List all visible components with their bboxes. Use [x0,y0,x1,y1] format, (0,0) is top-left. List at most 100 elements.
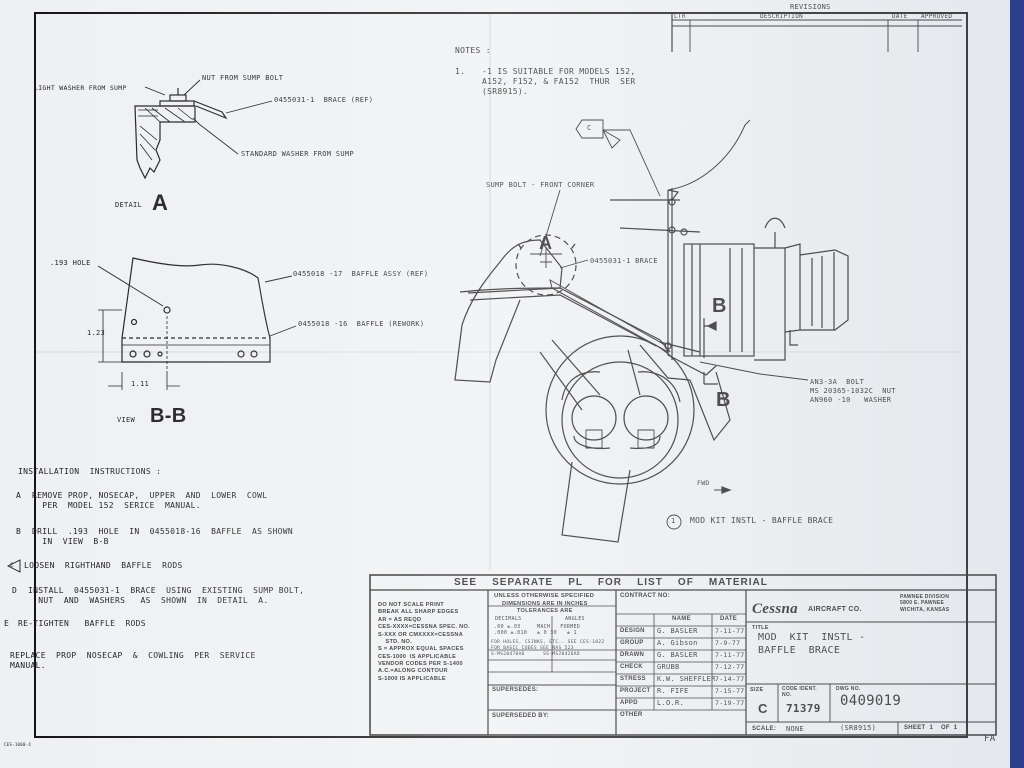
signoff-date: 7-11-77 [715,651,745,659]
main-section-b-upper: B [712,295,727,317]
superseded-by-label: SUPERSEDED BY: [492,713,550,719]
drawing-border [34,12,968,738]
revisions-title: REVISIONS [790,3,831,11]
instruction-c-letter: C [10,562,14,569]
signoff-name: G. BASLER [657,651,698,659]
signoff-role: PROJECT [620,688,651,694]
corner-form-mark: CES-1000-4 [4,742,32,747]
signoff-name: K.W. SHEFFLER [657,675,716,683]
instruction-b-text: DRILL .193 HOLE IN 0455018-16 BAFFLE AS … [32,527,293,546]
signoff-date: 7-12-77 [715,663,745,671]
instructions-heading: INSTALLATION INSTRUCTIONS : [18,467,162,476]
view-bb-figure [97,257,297,390]
view-bb-vertical-dimension: 1.23 [87,329,106,337]
detail-a-brace-label: 0455031-1 BRACE (REF) [274,96,374,104]
signoff-name: G. BASLER [657,627,698,635]
size-value: C [758,701,768,716]
drawing-title: MOD KIT INSTL - BAFFLE BRACE [758,632,866,656]
instruction-a-text: REMOVE PROP, NOSECAP, UPPER AND LOWER CO… [32,491,268,510]
notes-item-1-number: 1. [455,67,466,76]
instruction-e-letter: E [4,619,10,628]
revisions-block [671,14,962,52]
instruction-c-text: LOOSEN RIGHTHAND BAFFLE RODS [24,561,183,570]
tolerance-heading: UNLESS OTHERWISE SPECIFIED [494,593,595,599]
col-name-label: NAME [672,616,691,622]
tolerance-subheading: DIMENSIONS ARE IN INCHES TOLERANCES ARE [502,601,588,614]
detail-a-caption-letter: A [152,190,169,215]
signoff-role: DESIGN [620,628,645,634]
signoff-role: APPD [620,700,638,706]
main-detail-a-callout: A [539,233,553,253]
tolerance-holes-note: FOR HOLES, CSINKS, ETC.. SEE CES-1022 FO… [491,640,605,651]
title-block-notes: DO NOT SCALE PRINT BREAK ALL SHARP EDGES… [378,602,470,682]
tolerance-angles-label: ANGLES [565,616,585,622]
title-label: TITLE [752,625,769,631]
signoff-date: 7-14-77 [715,675,745,683]
signoff-role: GROUP [620,640,644,646]
detail-a-standard-washer-label: STANDARD WASHER FROM SUMP [241,150,354,158]
signoff-date: 7-15-77 [715,687,745,695]
contract-label: CONTRACT NO: [620,593,670,599]
detail-a-figure [134,79,273,180]
supersedes-label: SUPERSEDES: [492,687,539,693]
revisions-col-description: DESCRIPTION [760,13,804,20]
code-ident-label: CODE IDENT. NO. [782,686,817,699]
signoff-name: GRUBB [657,663,680,671]
serial-reference: (SR8915) [840,724,877,732]
sheet-number: SHEET 1 OF 1 [904,725,958,731]
view-bb-hole-label: .193 HOLE [50,259,91,267]
code-ident-value: 71379 [786,702,821,715]
col-date-label: DATE [720,616,738,622]
size-label: SIZE [750,687,764,693]
detail-a-washer-label: LIGHT WASHER FROM SUMP [34,84,127,92]
instruction-d-text: INSTALL 0455031-1 BRACE USING EXISTING S… [28,586,305,605]
main-sump-bolt-label: SUMP BOLT - FRONT CORNER [486,181,595,189]
company-suffix: AIRCRAFT CO. [808,606,862,613]
signoff-role: DRAWN [620,652,645,658]
scale-value: NONE [786,725,805,733]
dwg-no-label: DWG NO. [836,686,861,692]
dwg-no-value: 0409019 [840,693,902,709]
signoff-date: 7-9-77 [715,639,741,647]
main-assembly-figure [454,119,849,543]
view-bb-caption-word: VIEW [117,416,136,424]
detail-a-nut-label: NUT FROM SUMP BOLT [202,74,284,82]
tolerance-codes: S-MS20470AD SS-MS20426AD [491,652,580,657]
tolerance-decimals-label: DECIMALS [495,616,522,622]
instruction-e-text: RE-TIGHTEN BAFFLE RODS [18,619,146,628]
company-logo-text: Cessna [752,601,798,617]
detail-a-caption-word: DETAIL [115,201,143,209]
title-block-lines [369,574,997,736]
instruction-f-text: REPLACE PROP NOSECAP & COWLING PER SERVI… [10,651,256,670]
view-bb-caption-letters: B-B [150,405,187,427]
initials: FA [984,734,996,744]
main-title-number: 1 [671,517,676,525]
tolerance-values: .00 ±.03 MACH FORMED .000 ±.010 ± 0 30 ±… [494,624,581,637]
company-division: PAWNEE DIVISION 5800 E. PAWNEE WICHITA, … [900,594,950,613]
view-bb-baffle-assy-label: 0455018 -17 BAFFLE ASSY (REF) [293,270,429,278]
signoff-date: 7-11-77 [715,627,745,635]
signoff-name: A. Gibson [657,639,698,647]
signoff-date: 7-19-77 [715,699,745,707]
revisions-col-ltr: LTR [674,13,686,20]
main-title-text: MOD KIT INSTL - BAFFLE BRACE [690,516,834,525]
notes-item-1-text: -1 IS SUITABLE FOR MODELS 152, A152, F15… [482,67,636,96]
main-callout-c: C [587,124,592,132]
signoff-name: R. FIFE [657,687,689,695]
instruction-b-letter: B [16,527,22,536]
main-fwd-label: FWD [697,479,710,487]
main-section-b-lower: B [716,389,731,411]
main-bolt-hardware-label: AN3-3A BOLT MS 20365-1032C NUT AN960 -10… [810,378,896,404]
main-brace-label: 0455031-1 BRACE [590,257,658,265]
signoff-role: STRESS [620,676,646,682]
view-bb-horizontal-dimension: 1.11 [131,380,150,388]
title-block-banner: SEE SEPARATE PL FOR LIST OF MATERIAL [454,577,768,588]
instruction-a-letter: A [16,491,22,500]
signoff-name: L.O.R. [657,699,685,707]
scale-label: SCALE: [752,726,777,732]
revisions-col-date: DATE [892,13,908,20]
view-bb-baffle-label: 0455018 -16 BAFFLE (REWORK) [298,320,425,328]
signoff-role: CHECK [620,664,643,670]
